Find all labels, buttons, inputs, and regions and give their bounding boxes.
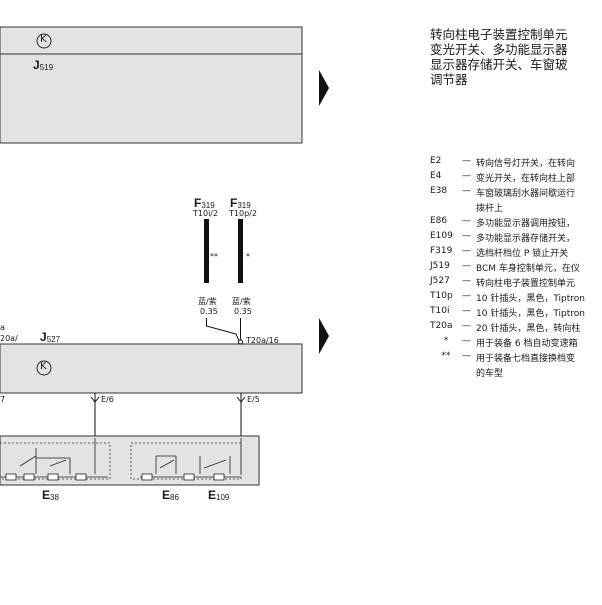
legend-item: E109—多功能显示器存储开关， <box>430 231 576 244</box>
wire-mark-1: ** <box>210 252 218 261</box>
title-line-3: 显示器存储开关、车窗玻 <box>430 57 568 72</box>
label-j527: J527 <box>40 330 61 344</box>
wire-color-2: 蓝/紫 <box>232 297 251 306</box>
legend-item: **—用于装备七档直接换档变 <box>441 351 576 364</box>
legend: E2—转向信号灯开关，在转向 E4—变光开关，在转向柱上部 E38—车窗玻璃刮水… <box>430 156 585 381</box>
k-symbol-letter: K <box>40 361 47 372</box>
diagram-title: 转向柱电子装置控制单元 变光开关、多功能显示器 显示器存储开关、车窗玻 调节器 <box>430 27 568 87</box>
title-line-2: 变光开关、多功能显示器 <box>430 42 568 57</box>
connector-left-7: 7 <box>0 395 6 404</box>
label-j519: J519 <box>33 58 54 72</box>
legend-item: 的车型 <box>476 369 504 379</box>
legend-item: E86—多功能显示器调用按钮， <box>430 216 576 229</box>
title-line-4: 调节器 <box>430 72 468 87</box>
k-symbol-icon <box>36 33 52 49</box>
legend-item: T10i—10 针插头，黑色，Tiptron <box>430 306 585 319</box>
wire-f319-1 <box>204 219 209 283</box>
legend-item: 拨杆上 <box>476 204 504 214</box>
j519-box <box>0 26 303 144</box>
title-line-1: 转向柱电子装置控制单元 <box>430 27 568 42</box>
wire-size-2: 0.35 <box>234 307 252 316</box>
connector-left-a: a <box>0 323 5 332</box>
connector-t20a16: T20a/16 <box>246 336 279 345</box>
label-e86: E86 <box>162 488 179 502</box>
wire-mark-2: * <box>246 252 250 261</box>
connector-t10i: T10i/2 <box>193 209 219 218</box>
wire-color-1: 蓝/紫 <box>198 297 217 306</box>
label-f319-1: F319 <box>194 196 215 210</box>
legend-item: *—用于装备 6 档自动变速箱 <box>443 336 578 349</box>
connector-e5: E/5 <box>247 395 260 404</box>
legend-item: E4—变光开关，在转向柱上部 <box>430 171 576 184</box>
k-symbol-letter: K <box>40 34 47 45</box>
legend-item: E2—转向信号灯开关，在转向 <box>430 156 576 169</box>
arrow-right-icon <box>319 318 329 354</box>
label-f319-2: F319 <box>230 196 251 210</box>
connector-t10p: T10p/2 <box>229 209 257 218</box>
legend-item: J519—BCM 车身控制单元，在仪 <box>430 261 580 274</box>
connector-e6: E/6 <box>101 395 114 404</box>
connector-left-t20a: 20a/ <box>0 334 18 343</box>
legend-item: E38—车窗玻璃刮水器间歇运行 <box>430 186 576 199</box>
label-e38: E38 <box>42 488 59 502</box>
legend-item: J527—转向柱电子装置控制单元 <box>430 276 576 289</box>
label-e109: E109 <box>208 488 230 502</box>
arrow-right-icon <box>319 70 329 106</box>
wire-size-1: 0.35 <box>200 307 218 316</box>
wire-f319-2 <box>238 219 243 283</box>
legend-item: F319—选档杆档位 P 锁止开关 <box>430 246 569 259</box>
k-symbol-icon <box>36 360 52 376</box>
legend-item: T10p—10 针插头，黑色，Tiptron <box>430 291 585 304</box>
j527-box <box>0 343 303 394</box>
legend-item: T20a—20 针插头，黑色，转向柱 <box>430 321 581 334</box>
